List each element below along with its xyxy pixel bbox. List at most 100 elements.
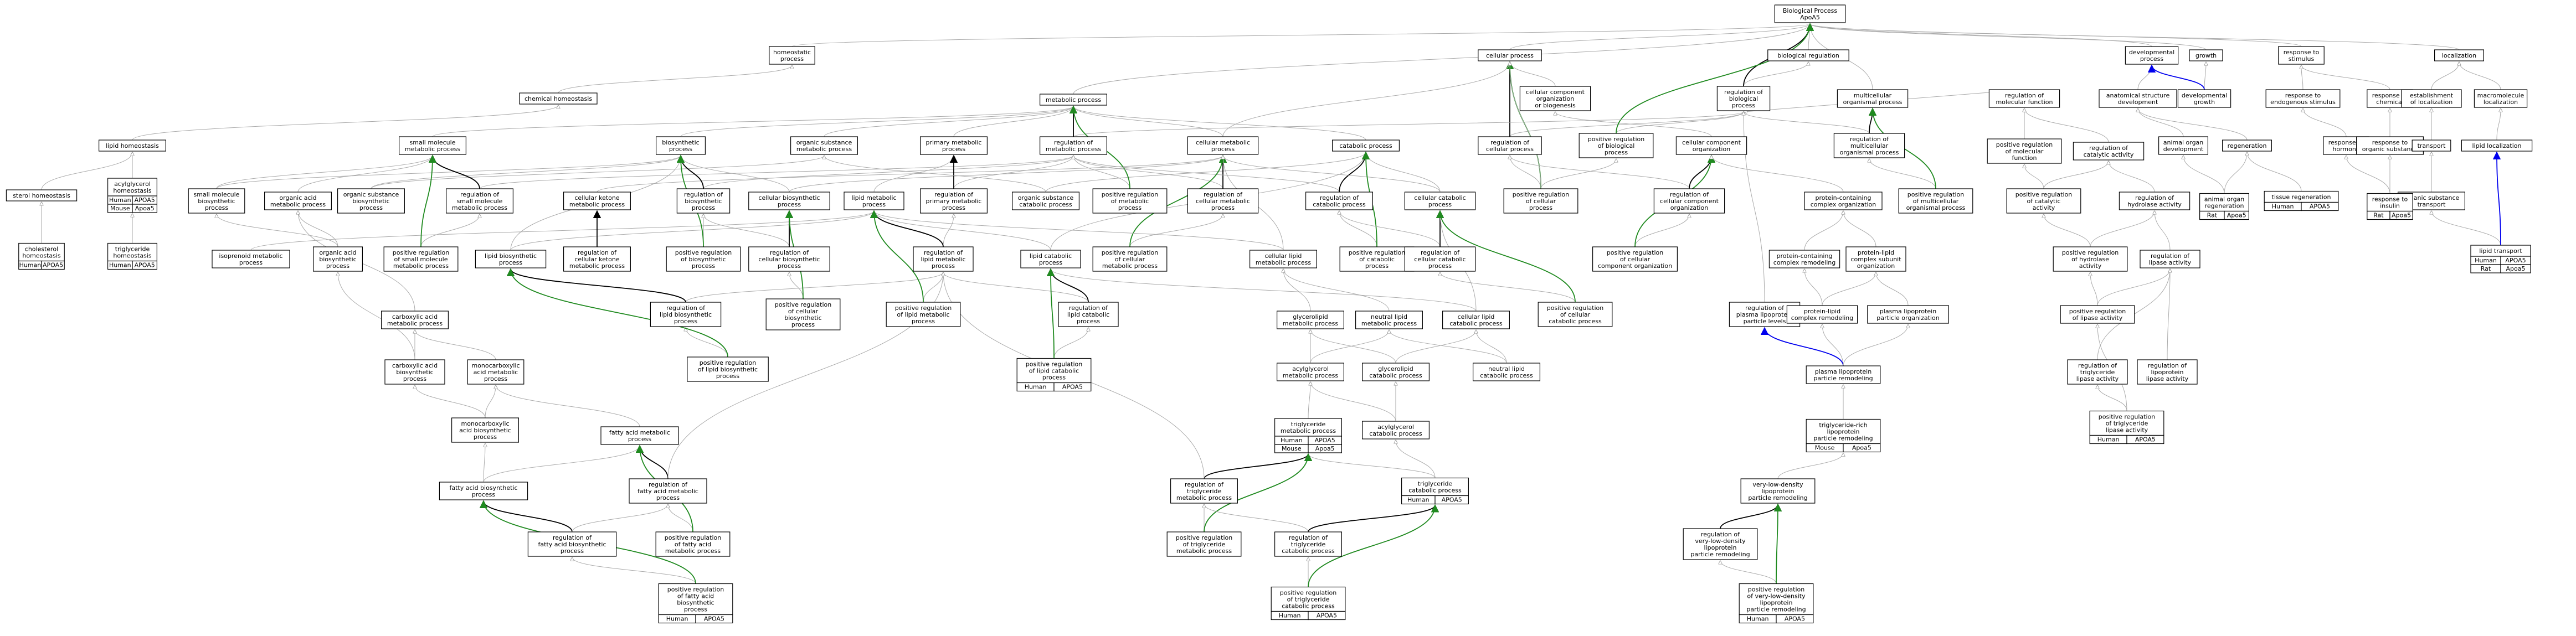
go-term-node[interactable]: regeneration	[2222, 139, 2272, 152]
go-term-node[interactable]: sterol homeostasis	[6, 189, 78, 201]
go-term-node[interactable]: lipid localization	[2461, 139, 2533, 152]
go-term-node[interactable]: regulation ofvery-low-densitylipoprotein…	[1683, 528, 1758, 560]
go-term-node[interactable]: localization	[2434, 49, 2485, 61]
go-term-node[interactable]: growth	[2189, 49, 2223, 61]
go-term-node[interactable]: transport	[2412, 139, 2451, 152]
go-term-node[interactable]: lipid homeostasis	[99, 139, 167, 152]
go-term-node[interactable]: chemical homeostasis	[519, 92, 598, 105]
go-term-node[interactable]: catabolic process	[1332, 139, 1400, 152]
